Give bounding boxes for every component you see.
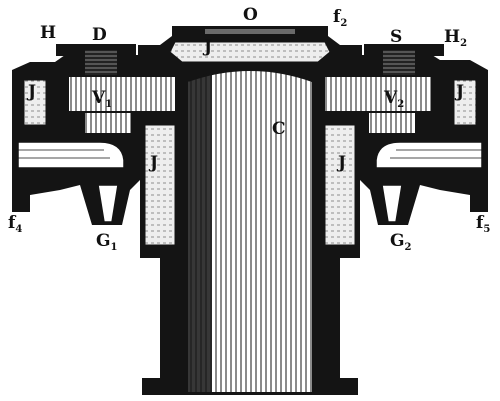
right-passage — [375, 141, 483, 169]
label-v1: V1 — [91, 88, 112, 110]
label-j-left-inner: J — [148, 153, 158, 173]
column-shadow-left — [188, 72, 212, 392]
liquid-chambers — [23, 41, 477, 246]
right-valve-assembly — [323, 44, 483, 223]
top-plate-highlight — [205, 29, 295, 34]
column-shape — [188, 71, 312, 392]
right-valve-body — [323, 75, 433, 113]
right-passage-lines — [390, 149, 482, 159]
liquid-right-inner — [324, 124, 356, 246]
label-o: O — [243, 5, 258, 25]
label-h2: H2 — [444, 27, 467, 49]
left-cone-g1 — [97, 184, 119, 223]
label-j-top: J — [202, 37, 212, 57]
right-screw-thread — [383, 50, 415, 76]
label-d: D — [92, 25, 107, 45]
liquid-left-outer — [23, 79, 47, 126]
liquid-left-inner — [144, 124, 176, 246]
left-passage — [17, 141, 125, 169]
left-valve-body — [67, 75, 177, 113]
central-column-c — [188, 71, 312, 392]
diagram-labels: O f2 H D J S H2 J V1 C V2 J J J f4 G1 G2… — [8, 5, 490, 253]
left-screw-thread — [85, 50, 117, 76]
left-passage-lines — [18, 149, 110, 159]
label-g2: G2 — [390, 231, 412, 253]
left-valve-stem — [83, 111, 133, 135]
label-j-right-inner: J — [336, 153, 346, 173]
liquid-right-outer — [453, 79, 477, 126]
label-c: C — [272, 119, 286, 139]
label-h: H — [40, 23, 56, 43]
liquid-top — [169, 41, 331, 63]
left-valve-assembly — [17, 44, 177, 223]
label-f4: f4 — [8, 213, 22, 235]
label-s: S — [390, 27, 402, 47]
right-valve-stem — [367, 111, 417, 135]
label-j-left-outer: J — [26, 82, 36, 102]
label-f2: f2 — [333, 7, 347, 29]
label-g1: G1 — [96, 231, 118, 253]
label-v2: V2 — [383, 88, 404, 110]
label-j-right-outer: J — [454, 82, 464, 102]
right-cone-g2 — [381, 184, 403, 223]
label-f5: f5 — [476, 213, 490, 235]
